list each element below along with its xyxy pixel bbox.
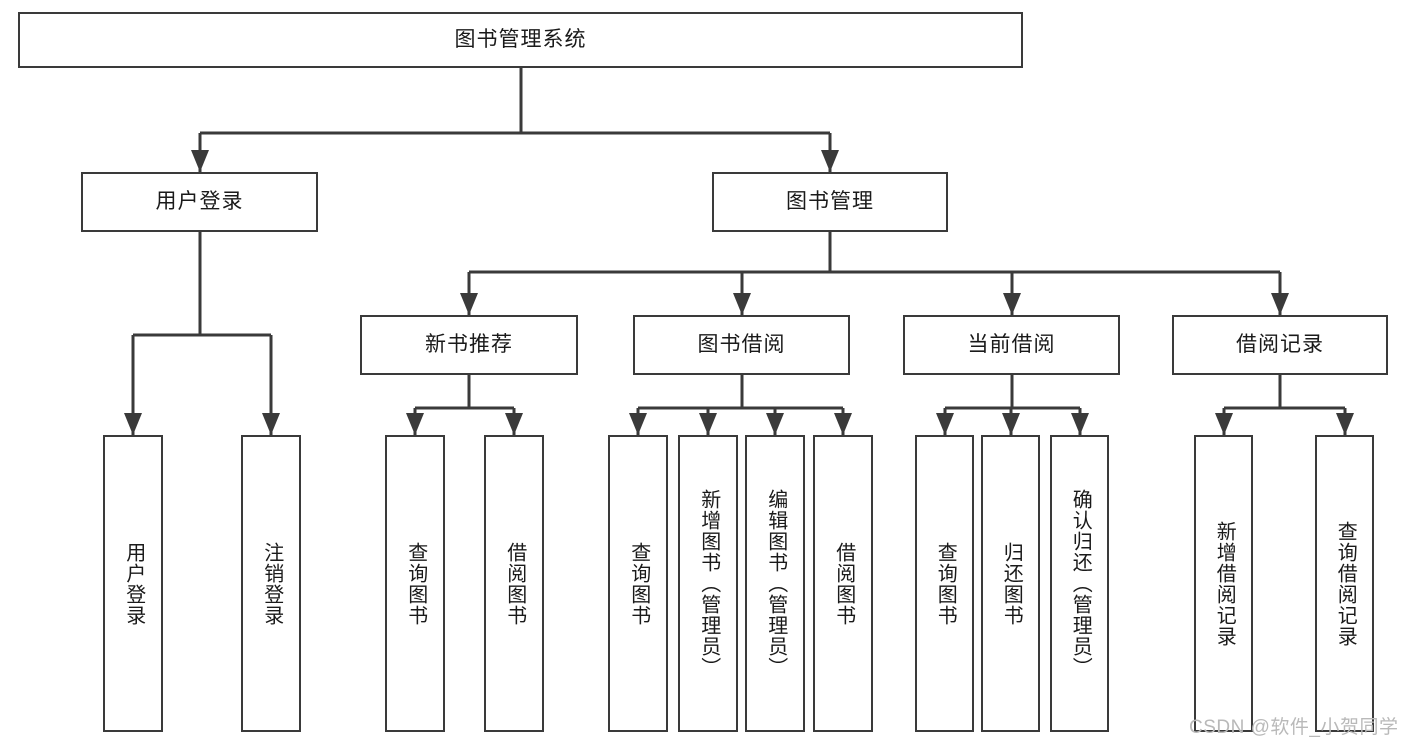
arrowhead-l1b-2 <box>1003 293 1021 315</box>
node-root[interactable]: 图书管理系统 <box>18 12 1023 68</box>
arrowhead-l2d-0 <box>1215 413 1233 435</box>
node-label: 归还图书 <box>1000 541 1023 626</box>
node-label: 用户登录 <box>155 190 244 214</box>
node-leaf-bor-q[interactable]: 查询图书 <box>608 435 668 732</box>
node-label: 借阅图书 <box>832 541 855 626</box>
node-label: 当前借阅 <box>967 333 1056 357</box>
arrowhead-l2b-1 <box>699 413 717 435</box>
arrowhead-l1a-0 <box>124 413 142 435</box>
arrowhead-l2b-3 <box>834 413 852 435</box>
node-label: 查询图书 <box>934 541 957 626</box>
node-leaf-bor-a[interactable]: 新增图书（管理员） <box>678 435 738 732</box>
arrowhead-l2c-1 <box>1002 413 1020 435</box>
node-label: 查询图书 <box>404 541 427 626</box>
arrowhead-l1a-1 <box>262 413 280 435</box>
node-label: 借阅图书 <box>503 541 526 626</box>
node-leaf-cur-r[interactable]: 归还图书 <box>981 435 1040 732</box>
node-leaf-rec-b[interactable]: 借阅图书 <box>484 435 544 732</box>
node-leaf-bor-b[interactable]: 借阅图书 <box>813 435 873 732</box>
watermark-label: CSDN @软件_小贺同学 <box>1189 717 1399 738</box>
node-leaf-bor-e[interactable]: 编辑图书（管理员） <box>745 435 805 732</box>
node-label: 编辑图书（管理员） <box>764 489 787 678</box>
node-label: 图书借阅 <box>697 333 786 357</box>
arrowhead-l2b-0 <box>629 413 647 435</box>
node-label: 确认归还（管理员） <box>1069 489 1092 678</box>
arrowhead-l2c-0 <box>936 413 954 435</box>
node-label: 新增借阅记录 <box>1213 520 1236 647</box>
node-leaf-cur-q[interactable]: 查询图书 <box>915 435 974 732</box>
node-leaf-logout[interactable]: 注销登录 <box>241 435 301 732</box>
node-label: 注销登录 <box>260 541 283 626</box>
node-leaf-log-q[interactable]: 查询借阅记录 <box>1315 435 1374 732</box>
node-l1a[interactable]: 用户登录 <box>81 172 318 232</box>
arrowhead-l2d-1 <box>1336 413 1354 435</box>
node-leaf-cur-c[interactable]: 确认归还（管理员） <box>1050 435 1109 732</box>
node-label: 新增图书（管理员） <box>697 489 720 678</box>
arrowhead-l1b-0 <box>460 293 478 315</box>
node-label: 用户登录 <box>122 541 145 626</box>
arrowhead-l2b-2 <box>766 413 784 435</box>
arrowhead-root-0 <box>191 150 209 172</box>
node-l2a[interactable]: 新书推荐 <box>360 315 578 375</box>
node-l1b[interactable]: 图书管理 <box>712 172 948 232</box>
node-l2d[interactable]: 借阅记录 <box>1172 315 1388 375</box>
node-leaf-rec-q[interactable]: 查询图书 <box>385 435 445 732</box>
node-leaf-log-a[interactable]: 新增借阅记录 <box>1194 435 1253 732</box>
node-label: 图书管理 <box>786 190 874 214</box>
node-label: 借阅记录 <box>1236 333 1324 357</box>
node-l2b[interactable]: 图书借阅 <box>633 315 850 375</box>
arrowhead-l1b-1 <box>733 293 751 315</box>
arrowhead-l2c-2 <box>1071 413 1089 435</box>
node-l2c[interactable]: 当前借阅 <box>903 315 1120 375</box>
arrowhead-l1b-3 <box>1271 293 1289 315</box>
arrowhead-l2a-1 <box>505 413 523 435</box>
arrowhead-l2a-0 <box>406 413 424 435</box>
arrowhead-root-1 <box>821 150 839 172</box>
node-label: 查询图书 <box>627 541 650 626</box>
node-label: 图书管理系统 <box>454 28 587 52</box>
node-label: 新书推荐 <box>425 333 513 357</box>
node-label: 查询借阅记录 <box>1334 520 1357 647</box>
node-leaf-login[interactable]: 用户登录 <box>103 435 163 732</box>
